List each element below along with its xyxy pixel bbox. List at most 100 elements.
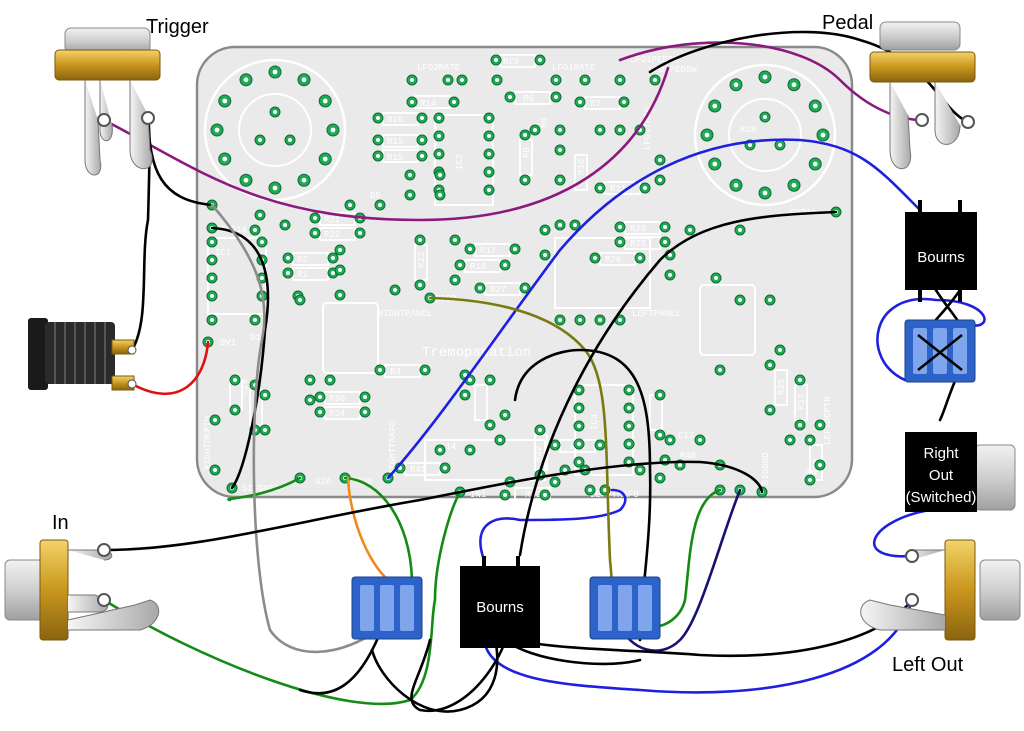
pcb-pad-hole — [253, 228, 257, 232]
pcb-pad-hole — [627, 388, 631, 392]
silk-r29: R29 — [503, 57, 519, 67]
pcb-pad-hole — [322, 156, 328, 162]
pcb-pad-hole — [523, 133, 527, 137]
pcb-pad-hole — [618, 78, 622, 82]
pcb-pad-hole — [688, 228, 692, 232]
silk-r34: R34 — [329, 409, 345, 419]
pcb-pad-hole — [331, 256, 335, 260]
pcb-pad-hole — [338, 248, 342, 252]
pcb-pad-hole — [627, 424, 631, 428]
pcb-pad-hole — [668, 438, 672, 442]
pcb-pad-hole — [494, 58, 498, 62]
pcb-pad-hole — [301, 177, 307, 183]
pcb-pad-hole — [583, 78, 587, 82]
silk-lfo1trig: LFO1TRIG — [643, 107, 653, 150]
pcb-pad-hole — [348, 203, 352, 207]
silk-r26: R26 — [605, 255, 621, 265]
pcb-pad-hole — [603, 488, 607, 492]
pcb-pad-hole — [558, 318, 562, 322]
pcb-pad-hole — [322, 98, 328, 104]
right-out-box: Right Out (Switched) — [905, 432, 977, 512]
silk-r40: R40 — [680, 451, 696, 461]
pcb-pad-hole — [418, 238, 422, 242]
wire-red-dc — [130, 340, 210, 396]
pcb-pad-hole — [598, 443, 602, 447]
pcb-pad-hole — [260, 276, 264, 280]
pcb-pad-hole — [577, 388, 581, 392]
pcb-pad-hole — [410, 78, 414, 82]
pcb-pad-hole — [213, 468, 217, 472]
pcb-pad-hole — [763, 115, 767, 119]
silk-r3: R3 — [390, 367, 401, 377]
pcb-pad-hole — [438, 193, 442, 197]
board-title: Tremopanation — [422, 345, 531, 361]
pcb-pad-hole — [318, 395, 322, 399]
wire-black-dc2 — [210, 226, 270, 490]
silk-r10: R10 — [577, 159, 587, 175]
pcb-pad-hole — [376, 154, 380, 158]
silk-r25: R25 — [630, 239, 646, 249]
pcb-pad-hole — [808, 438, 812, 442]
silk-r37: R37 — [797, 394, 807, 410]
pcb-pad-hole — [593, 256, 597, 260]
left-out-label: Left Out — [892, 654, 964, 676]
pcb-pad-hole — [733, 82, 739, 88]
pcb-pad-hole — [768, 298, 772, 302]
pcb-pad-hole — [663, 458, 667, 462]
silk-r14: R14 — [420, 99, 436, 109]
silk-r36: R36 — [329, 394, 345, 404]
pcb-pad-hole — [463, 393, 467, 397]
pcb-pad-hole — [286, 271, 290, 275]
pcb-pad-hole — [263, 428, 267, 432]
pcb-pad-hole — [437, 116, 441, 120]
pcb-pad-hole — [627, 442, 631, 446]
pcb-pad-hole — [658, 433, 662, 437]
pcb-pad-hole — [577, 406, 581, 410]
pcb-pad-hole — [698, 438, 702, 442]
pcb-pad-hole — [588, 488, 592, 492]
pcb-pad-hole — [538, 58, 542, 62]
pcb-pad-hole — [618, 318, 622, 322]
pedal-label: Pedal — [822, 12, 874, 34]
wire-blue-out — [873, 508, 932, 558]
pcb-pad-hole — [273, 110, 277, 114]
pcb-pad-hole — [260, 240, 264, 244]
pcb-pad-hole — [460, 78, 464, 82]
silk-r15: R15 — [387, 153, 403, 163]
pcb-pad-hole — [283, 223, 287, 227]
pcb-pad-hole — [788, 438, 792, 442]
pcb-pad-hole — [678, 463, 682, 467]
pcb-pad-hole — [253, 318, 257, 322]
pcb-pad-hole — [558, 128, 562, 132]
pcb-pad-hole — [376, 116, 380, 120]
pcb-pad-hole — [778, 143, 782, 147]
pcb-pad-hole — [498, 438, 502, 442]
pcb-pad-hole — [578, 100, 582, 104]
pcb-pad-hole — [438, 173, 442, 177]
pcb-pad-hole — [468, 448, 472, 452]
right-out-label-2: Out — [929, 467, 954, 484]
pcb-pad-hole — [553, 480, 557, 484]
pcb-pad-hole — [668, 253, 672, 257]
silk-r41: R41 — [410, 465, 426, 475]
pcb-pad-hole — [420, 154, 424, 158]
silk-r23: R23 — [417, 252, 427, 268]
pcb-pad-hole — [468, 247, 472, 251]
pcb-pad-hole — [487, 170, 491, 174]
silk-lfo2rate: LFO2RATE — [417, 63, 460, 73]
pcb-pad-hole — [768, 408, 772, 412]
bourns-bottom-label: Bourns — [476, 599, 524, 616]
pcb-pad-hole — [478, 286, 482, 290]
pcb-pad-hole — [213, 418, 217, 422]
silk-r17: R17 — [480, 246, 496, 256]
pcb-pad-hole — [543, 493, 547, 497]
pcb-pad-hole — [487, 116, 491, 120]
silkscreen-labels: LFO2RATE LFO1RATE LFO1PEDIN LFO1PEDSW LF… — [203, 55, 833, 500]
in-label: In — [52, 512, 69, 534]
pcb-pad-hole — [578, 318, 582, 322]
silk-r1: R1 — [297, 270, 308, 280]
pcb-pad-hole — [410, 100, 414, 104]
pcb-pad-hole — [363, 410, 367, 414]
pcb-pad-hole — [668, 273, 672, 277]
